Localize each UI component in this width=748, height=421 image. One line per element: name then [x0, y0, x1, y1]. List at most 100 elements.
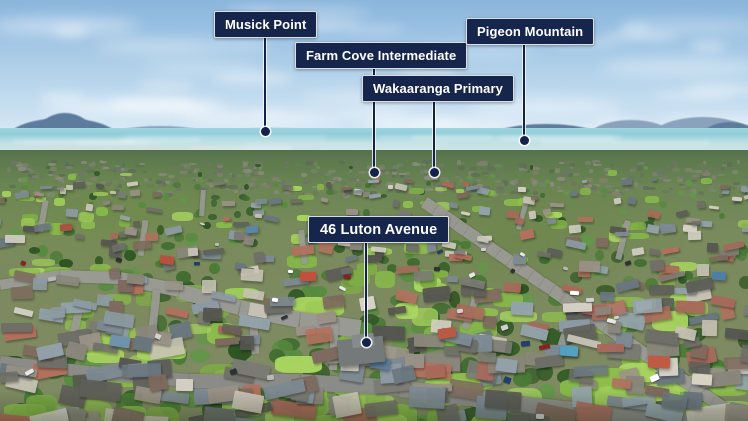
water-highlight [12, 140, 135, 144]
tree-canopy [591, 267, 607, 279]
house-roof [429, 176, 438, 181]
lawn-patch [374, 271, 396, 288]
marker-leader-line-farm-cove-intermediate [373, 67, 375, 172]
marker-label-musick-point[interactable]: Musick Point [214, 11, 318, 38]
parked-car [520, 340, 530, 347]
marker-dot-wakaaranga-primary[interactable] [429, 167, 439, 177]
distant-rooftop [208, 163, 214, 167]
distant-rooftop [143, 178, 149, 183]
marker-leader-line-46-luton-avenue [365, 241, 367, 342]
marker-dot-musick-point[interactable] [260, 126, 270, 136]
house-roof [696, 200, 706, 209]
house-roof [117, 191, 126, 200]
distant-rooftop [321, 184, 331, 187]
lawn-patch [120, 172, 132, 177]
cloud [0, 18, 140, 34]
distant-rooftop [557, 177, 566, 181]
house-roof [482, 315, 497, 329]
distant-rooftop [186, 171, 193, 174]
distant-rooftop [95, 170, 104, 173]
tree-canopy [659, 201, 668, 208]
distant-rooftop [207, 172, 212, 177]
distant-rooftop [53, 175, 60, 178]
lawn-patch [35, 196, 46, 203]
distant-rooftop [352, 170, 359, 174]
distant-rooftop [606, 185, 613, 189]
distant-rooftop [15, 163, 23, 168]
distant-rooftop [331, 175, 340, 179]
marker-label-pigeon-mountain[interactable]: Pigeon Mountain [466, 18, 595, 45]
distant-rooftop [653, 180, 658, 183]
distant-rooftop [511, 188, 519, 193]
tree-canopy [241, 195, 250, 202]
distant-rooftop [164, 192, 174, 198]
house-roof [743, 193, 748, 200]
tree-canopy [595, 249, 605, 261]
distant-rooftop [515, 180, 521, 185]
distant-rooftop [727, 165, 732, 171]
cloud [180, 112, 340, 126]
distant-rooftop [28, 177, 37, 180]
house-roof [346, 208, 359, 215]
tree-canopy [530, 164, 534, 170]
distant-rooftop [662, 189, 671, 194]
house-roof [33, 222, 52, 232]
lawn-patch [1, 191, 11, 198]
marker-dot-pigeon-mountain[interactable] [519, 135, 529, 145]
distant-rooftop [458, 165, 466, 170]
distant-rooftop [47, 173, 53, 177]
distant-rooftop [113, 188, 121, 194]
tree-canopy [599, 189, 608, 194]
distant-rooftop [284, 161, 290, 166]
distant-rooftop [143, 171, 148, 174]
tree-canopy [478, 261, 489, 274]
tree-canopy [737, 331, 748, 349]
distant-rooftop [303, 193, 313, 197]
lawn-patch [172, 211, 194, 222]
tree-canopy [94, 255, 104, 266]
house-roof-accent [691, 373, 713, 386]
house-roof [165, 280, 184, 290]
marker-dot-farm-cove-intermediate[interactable] [369, 167, 379, 177]
distant-rooftop [105, 182, 113, 187]
house-roof [317, 241, 334, 255]
distant-rooftop [627, 175, 634, 180]
distant-rooftop [494, 164, 502, 168]
distant-rooftop [583, 184, 592, 188]
distant-rooftop [457, 160, 461, 166]
tree-canopy [681, 271, 694, 280]
distant-rooftop [146, 184, 154, 188]
distant-rooftop [27, 169, 35, 173]
distant-rooftop [701, 168, 706, 172]
marker-label-farm-cove-intermediate[interactable]: Farm Cove Intermediate [295, 42, 468, 69]
distant-rooftop [419, 170, 429, 175]
house-roof [443, 345, 460, 356]
house-roof [743, 305, 748, 320]
house-roof [65, 208, 79, 218]
distant-rooftop [369, 165, 373, 169]
house-roof [573, 364, 608, 377]
tree-canopy [36, 245, 49, 257]
house-roof [326, 182, 332, 188]
cloud [620, 20, 748, 33]
house-roof [648, 284, 674, 295]
distant-rooftop [685, 167, 690, 172]
house-roof [203, 307, 223, 322]
marker-label-46-luton-avenue[interactable]: 46 Luton Avenue [308, 216, 450, 243]
tree-canopy [634, 259, 647, 267]
distant-rooftop [50, 166, 58, 172]
foreground-shadow [0, 390, 748, 421]
marker-label-wakaaranga-primary[interactable]: Wakaaranga Primary [362, 75, 514, 102]
water-highlight [75, 141, 150, 146]
house-roof [147, 374, 168, 392]
distant-rooftop [471, 182, 479, 187]
lawn-patch [50, 223, 64, 236]
marker-label-text: Pigeon Mountain [477, 24, 584, 39]
house-roof [650, 177, 657, 182]
distant-rooftop [498, 187, 506, 193]
distant-rooftop [230, 179, 235, 185]
marker-dot-46-luton-avenue[interactable] [361, 337, 371, 347]
cloud-wisp [651, 91, 734, 101]
distant-rooftop [702, 175, 709, 179]
distant-rooftop [631, 182, 638, 187]
